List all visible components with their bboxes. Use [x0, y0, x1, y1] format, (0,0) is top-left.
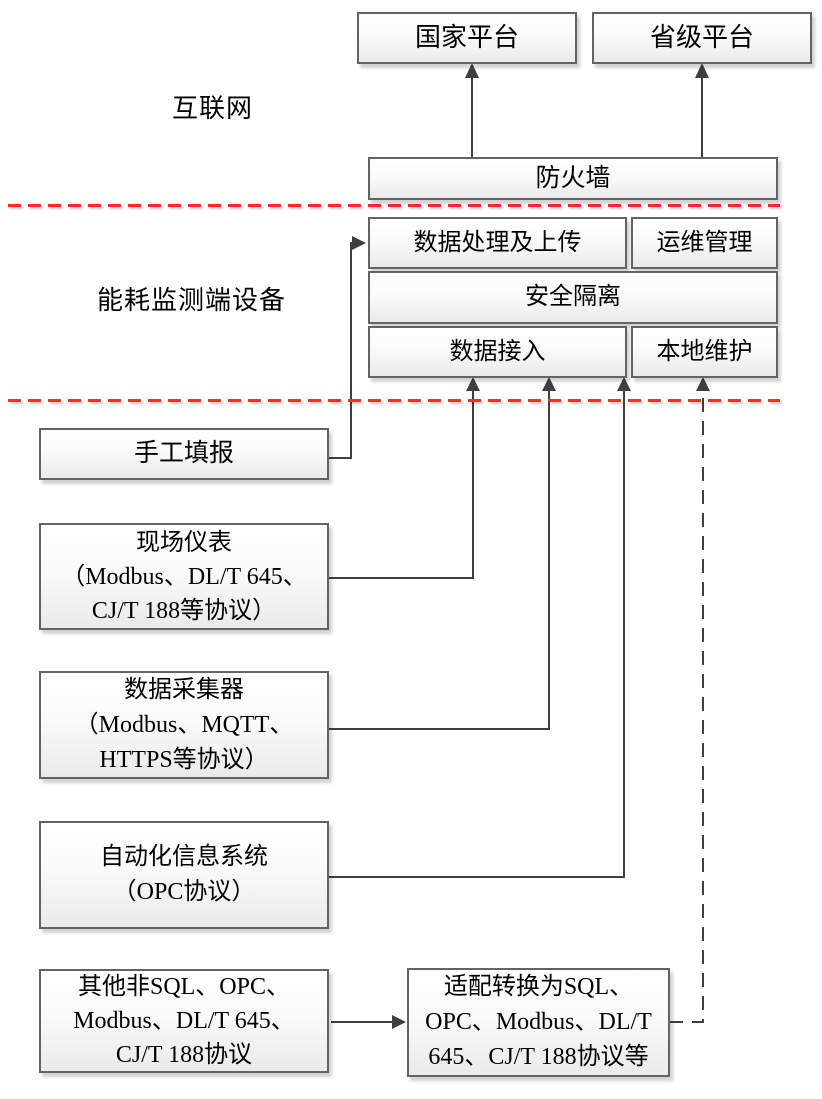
arrow-collector-to-data-access [329, 377, 556, 730]
arrow-firewall-to-provincial [695, 63, 709, 157]
box-data-collector: 数据采集器 （Modbus、MQTT、 HTTPS等协议） [39, 671, 329, 779]
box-ops-management: 运维管理 [631, 217, 778, 269]
arrow-other-to-adapter [331, 1015, 406, 1029]
device-zone-label: 能耗监测端设备 [97, 286, 287, 315]
box-firewall: 防火墙 [368, 157, 778, 200]
box-automation-system: 自动化信息系统 （OPC协议） [39, 821, 329, 929]
arrow-manual-to-data-upload [329, 236, 366, 459]
arrow-field-to-data-access [329, 377, 480, 579]
box-national-platform: 国家平台 [357, 12, 577, 64]
box-field-instruments: 现场仪表 （Modbus、DL/T 645、 CJ/T 188等协议） [39, 523, 329, 630]
box-provincial-platform: 省级平台 [592, 12, 812, 64]
box-security-isolation: 安全隔离 [368, 271, 778, 324]
arrow-adapter-to-local-maint-dashed [669, 377, 710, 1023]
box-manual-entry: 手工填报 [39, 428, 329, 480]
box-protocol-adapter: 适配转换为SQL、 OPC、Modbus、DL/T 645、CJ/T 188协议… [407, 968, 670, 1077]
box-data-access: 数据接入 [368, 326, 627, 378]
zone-divider-top [8, 204, 780, 207]
box-other-protocols: 其他非SQL、OPC、 Modbus、DL/T 645、 CJ/T 188协议 [39, 969, 329, 1073]
arrow-firewall-to-national [465, 63, 479, 157]
zone-divider-bottom [8, 399, 780, 402]
arrow-auto-to-data-access [329, 377, 631, 878]
box-local-maintenance: 本地维护 [631, 326, 778, 378]
box-data-processing-upload: 数据处理及上传 [368, 217, 627, 269]
internet-zone-label: 互联网 [172, 94, 254, 123]
